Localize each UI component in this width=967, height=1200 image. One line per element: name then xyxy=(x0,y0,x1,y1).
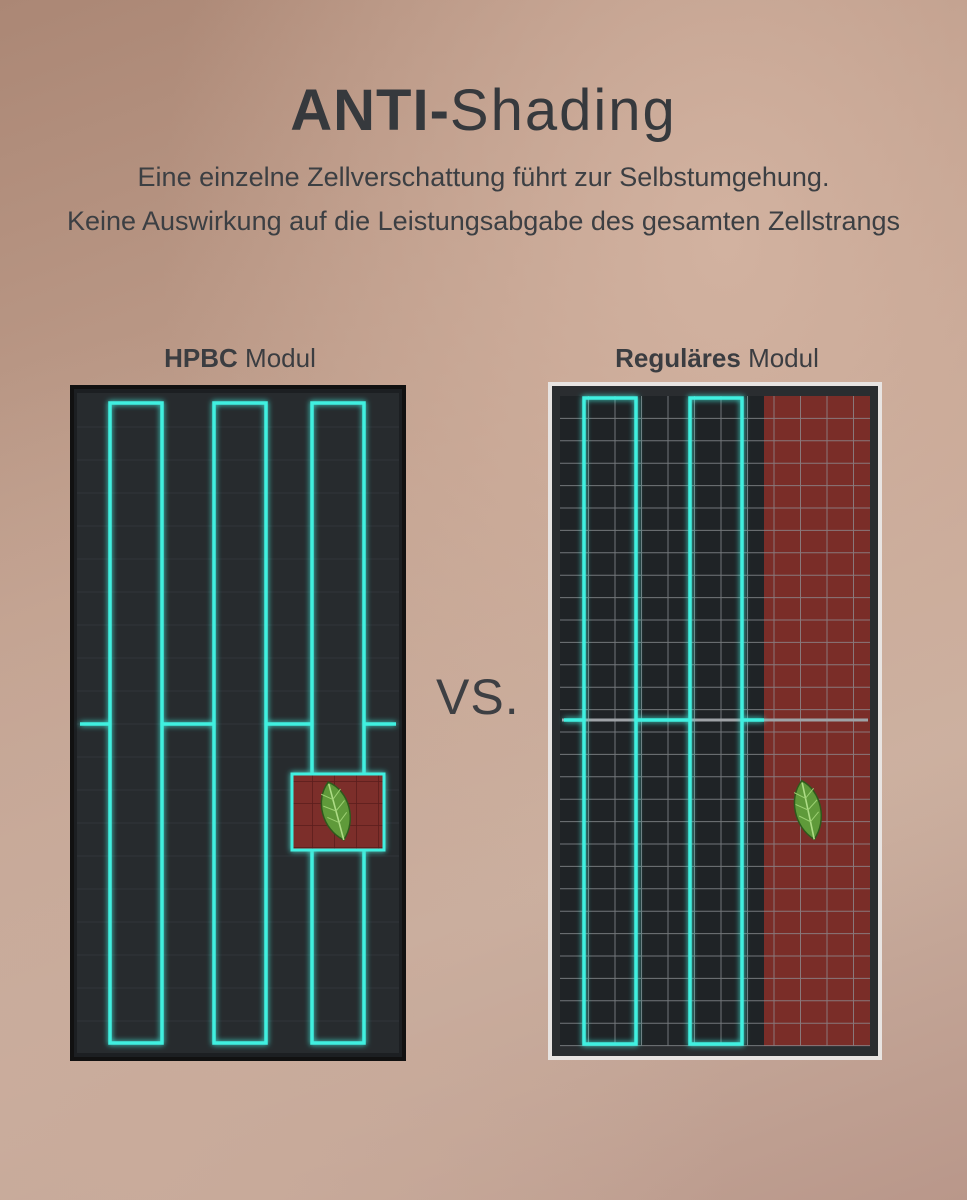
page-title: ANTI-Shading xyxy=(0,82,967,140)
title-bold: ANTI- xyxy=(290,78,450,143)
hpbc-label-bold: HPBC xyxy=(164,343,238,373)
vs-separator: VS. xyxy=(436,669,520,725)
hpbc-label-rest: Modul xyxy=(237,343,316,373)
subtitle-line-1: Eine einzelne Zellverschattung führt zur… xyxy=(137,162,830,192)
subtitle-line-2: Keine Auswirkung auf die Leistungsabgabe… xyxy=(66,206,901,236)
hpbc-strings xyxy=(80,401,396,1045)
hpbc-panel xyxy=(70,385,406,1061)
title-light: Shading xyxy=(449,78,677,143)
regular-label-rest: Modul xyxy=(740,343,819,373)
regular-strings xyxy=(564,396,764,1046)
hpbc-surface xyxy=(77,393,399,1053)
regular-label-bold: Reguläres xyxy=(615,343,741,373)
hpbc-panel-label: HPBC Modul xyxy=(75,345,405,371)
leaf-icon xyxy=(320,781,352,841)
regular-panel xyxy=(548,382,882,1060)
leaf-icon xyxy=(793,779,823,841)
regular-panel-label: Reguläres Modul xyxy=(552,345,882,371)
